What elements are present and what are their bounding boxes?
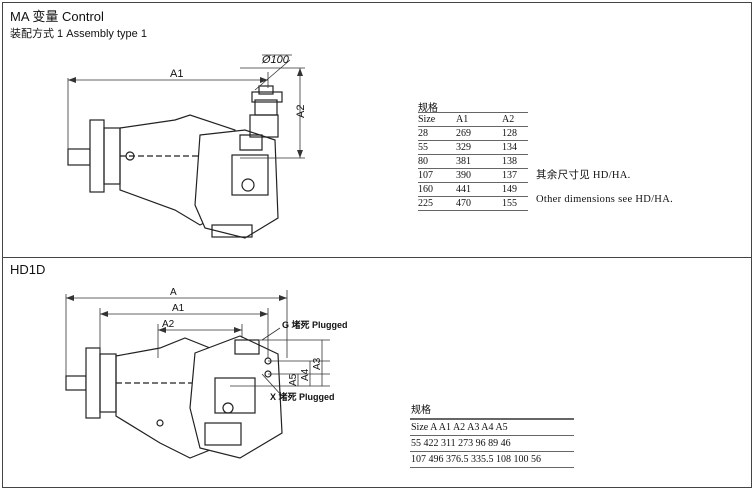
cell: 269: [456, 128, 471, 139]
dim-a-label: A: [170, 287, 177, 298]
dim-a3-label: A3: [312, 357, 323, 370]
dim-a5-label: A5: [288, 373, 299, 386]
cell: 155: [502, 198, 517, 209]
dim-a2-label: A2: [295, 105, 307, 118]
dim-a4-label: A4: [300, 368, 311, 381]
col-a2: A2: [502, 114, 515, 125]
cell: 55: [418, 142, 428, 153]
cell: 128: [502, 128, 517, 139]
cell: 381: [456, 156, 471, 167]
hd1d-table-header: Size A A1 A2 A3 A4 A5: [410, 419, 574, 435]
cell: 160: [418, 184, 433, 195]
cell: 470: [456, 198, 471, 209]
ma-table-caption: 规格: [418, 103, 438, 114]
port-x-label: X 堵死 Plugged: [270, 391, 335, 402]
cell: 134: [502, 142, 517, 153]
table-row: 55 329 134: [418, 140, 528, 154]
cell: 149: [502, 184, 517, 195]
section2-title: HD1D: [10, 262, 46, 277]
cell: 138: [502, 156, 517, 167]
table-row: 107 496 376.5 335.5 108 100 56: [410, 451, 574, 468]
cell: 390: [456, 170, 471, 181]
table-row: 160 441 149: [418, 182, 528, 196]
pump-drawing-hd1d: A A1 A2 A3 A4 A5 G 堵死 Plugged X 堵死 Plugg…: [65, 287, 348, 459]
note-en: Other dimensions see HD/HA.: [536, 194, 673, 205]
port-g-label: G 堵死 Plugged: [282, 319, 348, 330]
ma-table-header: Size A1 A2: [418, 112, 528, 126]
table-row: 225 470 155: [418, 196, 528, 211]
note-cn: 其余尺寸见 HD/HA.: [536, 170, 631, 181]
section1-subtitle: 装配方式 1 Assembly type 1: [10, 28, 147, 40]
dim-a1-label: A1: [170, 68, 183, 80]
hd1d-size-table: 规格 Size A A1 A2 A3 A4 A5 55 422 311 273 …: [410, 403, 574, 468]
section-divider: [2, 257, 752, 258]
hd1d-table-caption: 规格: [410, 403, 574, 419]
col-size: Size: [418, 114, 436, 125]
cell: 225: [418, 198, 433, 209]
table-row: 80 381 138: [418, 154, 528, 168]
cell: 441: [456, 184, 471, 195]
col-a1: A1: [456, 114, 469, 125]
cell: 107: [418, 170, 433, 181]
section1-title: MA 变量 Control: [10, 9, 104, 24]
cell: 28: [418, 128, 428, 139]
drawing-frame: [2, 2, 752, 488]
table-row: 28 269 128: [418, 126, 528, 140]
dim-a1-label: A1: [172, 303, 185, 314]
table-row: 107 390 137: [418, 168, 528, 182]
cell: 137: [502, 170, 517, 181]
cell: 80: [418, 156, 428, 167]
pump-drawing-ma: A1 A2 Ø100: [67, 54, 307, 239]
table-row: 55 422 311 273 96 89 46: [410, 435, 574, 451]
cell: 329: [456, 142, 471, 153]
dim-a2-label: A2: [162, 319, 175, 330]
ma-size-table: 规格 Size A1 A2 28 269 128 55 329 134 80 3…: [418, 99, 528, 211]
dim-diameter-label: Ø100: [261, 54, 290, 66]
